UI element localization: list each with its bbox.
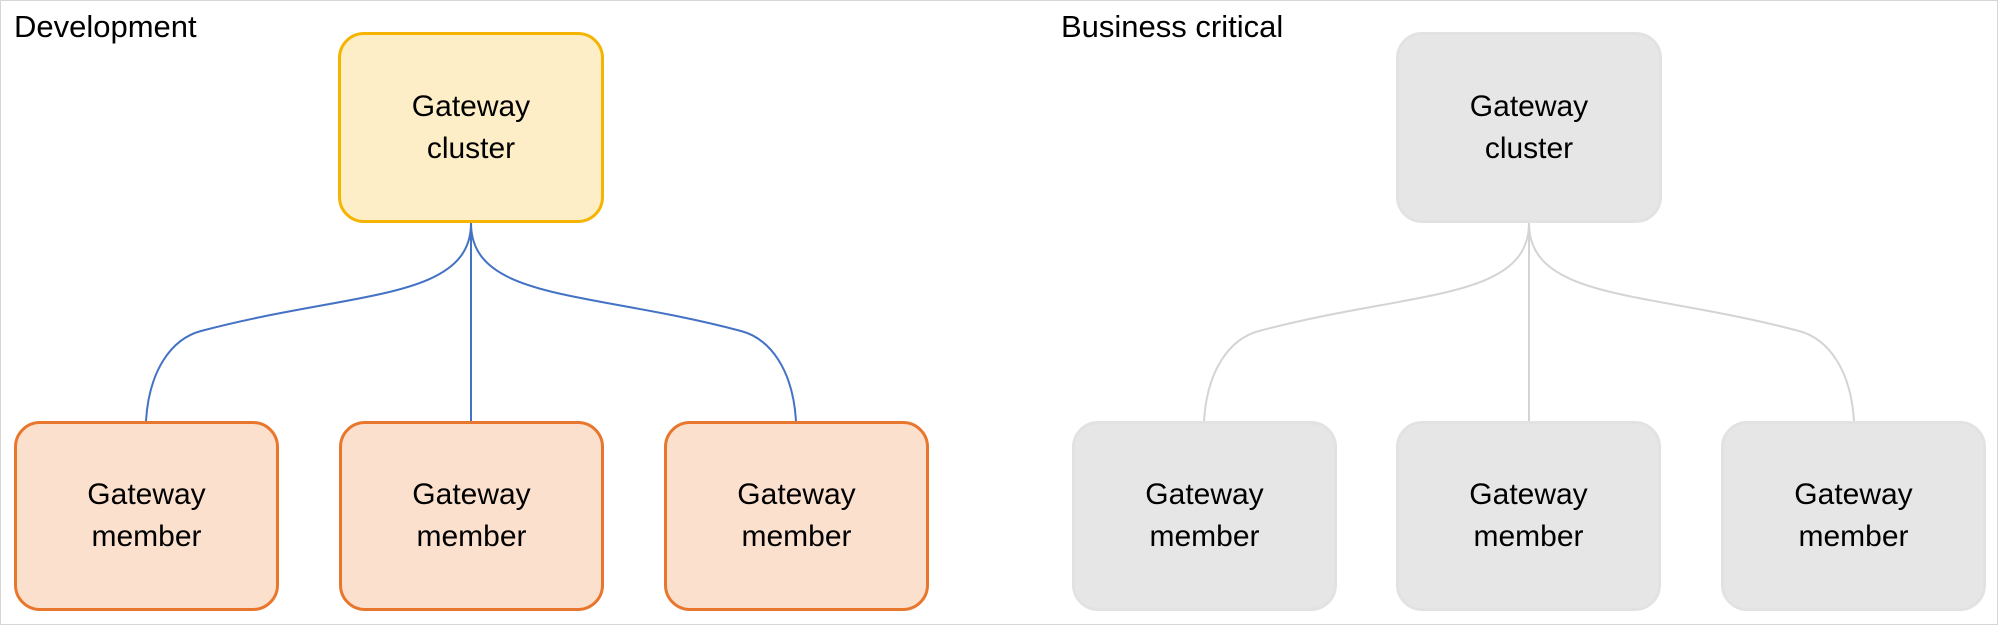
- node-development-gateway-cluster[interactable]: Gateway cluster: [338, 32, 604, 223]
- node-label-line-1: Gateway: [1145, 478, 1264, 511]
- node-business-critical-gateway-member-1[interactable]: Gateway member: [1072, 421, 1337, 611]
- node-label-line-2: member: [416, 520, 527, 553]
- node-label-line-2: member: [1149, 520, 1260, 553]
- node-label-line-2: cluster: [1484, 131, 1574, 165]
- connector-dev-cluster-to-member-1: [145, 222, 472, 422]
- node-development-gateway-member-2[interactable]: Gateway member: [339, 421, 604, 611]
- node-business-critical-gateway-member-2[interactable]: Gateway member: [1396, 421, 1661, 611]
- node-label-line-1: Gateway: [1469, 89, 1589, 123]
- node-label-line-1: Gateway: [1469, 478, 1588, 511]
- node-label-line-2: member: [741, 520, 852, 553]
- node-label-line-2: member: [1798, 520, 1909, 553]
- connector-biz-cluster-to-member-1: [1203, 222, 1530, 422]
- node-development-gateway-member-3[interactable]: Gateway member: [664, 421, 929, 611]
- node-label-line-2: cluster: [426, 131, 516, 165]
- node-label-line-2: member: [1473, 520, 1584, 553]
- node-label-line-1: Gateway: [411, 89, 531, 123]
- business-critical-connectors: [1203, 222, 1855, 422]
- development-connectors: [145, 222, 797, 422]
- connector-dev-cluster-to-member-3: [470, 222, 797, 422]
- node-label-line-1: Gateway: [1794, 478, 1913, 511]
- group-title-development: Development: [14, 9, 197, 44]
- node-label-line-1: Gateway: [412, 478, 531, 511]
- node-label-line-2: member: [91, 520, 202, 553]
- node-development-gateway-member-1[interactable]: Gateway member: [14, 421, 279, 611]
- node-label-line-1: Gateway: [737, 478, 856, 511]
- group-title-business-critical: Business critical: [1061, 9, 1284, 44]
- node-business-critical-gateway-cluster[interactable]: Gateway cluster: [1396, 32, 1662, 223]
- connector-biz-cluster-to-member-3: [1528, 222, 1855, 422]
- node-label-line-1: Gateway: [87, 478, 206, 511]
- node-business-critical-gateway-member-3[interactable]: Gateway member: [1721, 421, 1986, 611]
